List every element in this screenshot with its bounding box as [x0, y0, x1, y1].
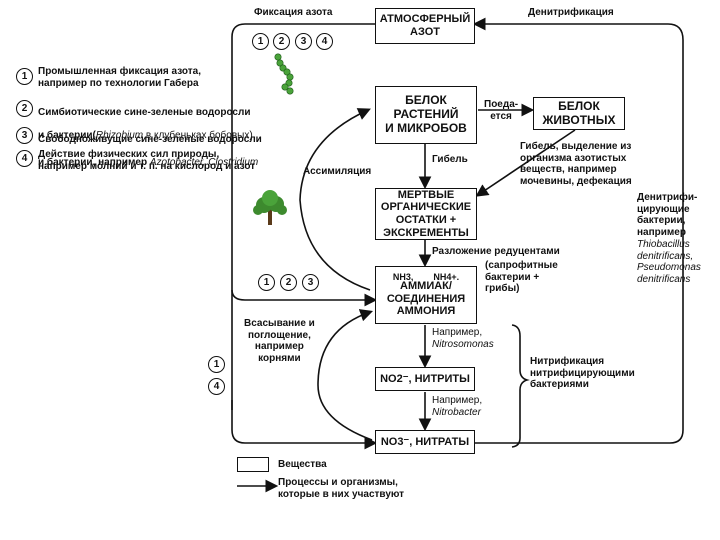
- fixation-line: [231, 23, 375, 410]
- mid-circle-2: 2: [280, 274, 297, 291]
- legend-box-swatch: [237, 457, 269, 472]
- key-4-circle: 4: [16, 150, 33, 167]
- legend-substances: Вещества: [278, 459, 327, 470]
- nitrites-box: NO2⁻, НИТРИТЫ: [375, 367, 475, 391]
- decomposers-label: (сапрофитные бактерии + грибы): [485, 260, 558, 294]
- nitrification-brace: [511, 324, 530, 448]
- nh3-formula: NH3,: [392, 271, 414, 282]
- denitrification-label: Денитрификация: [528, 7, 614, 18]
- top-circle-4: 4: [316, 33, 333, 50]
- decomposition-label: Разложение редуцентами: [432, 246, 560, 257]
- absorption-arrow: [317, 309, 374, 441]
- key-2b: и бактерии(: [38, 129, 96, 141]
- death-label: Гибель: [432, 154, 468, 165]
- death-excretion-label: Гибель, выделение из организма азотистых…: [520, 141, 632, 187]
- key-2a: Симбиотические сине-зеленые водоросли: [38, 106, 251, 118]
- eating-label: Поеда- ется: [484, 99, 519, 122]
- denit-bacteria-label: Денитрифи- цирующие бактерии, например: [637, 192, 698, 238]
- key-2b-end: в клубеньках бобовых): [143, 129, 253, 141]
- left-circle-1: 1: [208, 356, 225, 373]
- denitrification-line: [472, 17, 684, 444]
- top-circle-3: 3: [295, 33, 312, 50]
- key-1-circle: 1: [16, 68, 33, 85]
- assimilation-label: Ассимиляция: [303, 166, 372, 177]
- fixation-label: Фиксация азота: [254, 7, 333, 18]
- tree-icon: [253, 190, 287, 225]
- to-nitrates-arrow: [231, 400, 378, 450]
- plant-protein-box: БЕЛОК РАСТЕНИЙ И МИКРОБОВ: [375, 86, 477, 144]
- left-circle-2: 4: [208, 378, 225, 395]
- assimilation-arrow: [299, 108, 371, 291]
- atmospheric-nitrogen-box: АТМОСФЕРНЫЙ АЗОТ: [375, 8, 475, 44]
- example1-org: Nitrosomonas: [432, 339, 494, 350]
- ammonia-label: АММИАК/ СОЕДИНЕНИЯ АММОНИЯ: [386, 280, 466, 318]
- key-3-circle: 3: [16, 127, 33, 144]
- animal-protein-box: БЕЛОК ЖИВОТНЫХ: [533, 97, 625, 130]
- absorption-label: Всасывание и поглощение, например корням…: [244, 318, 315, 364]
- key-2b-it: Rhizobium: [95, 129, 144, 141]
- key-3b: и бактерии, например: [38, 156, 150, 168]
- key-2-text: Симбиотические сине-зеленые водоросли и …: [38, 95, 253, 141]
- key-2-circle: 2: [16, 100, 33, 117]
- mid-circle-1: 1: [258, 274, 275, 291]
- key-3a: Свободноживущие сине-зеленые водоросли: [38, 133, 262, 145]
- top-circle-1: 1: [252, 33, 269, 50]
- to-ammonia-arrow: [231, 289, 378, 307]
- key-3-text: Свободноживущие сине-зеленые водоросли и…: [38, 122, 262, 168]
- example2-org: Nitrobacter: [432, 407, 481, 418]
- nitrification-label: Нитрификация нитрифицирующими бактериями: [530, 356, 635, 390]
- top-circle-2: 2: [273, 33, 290, 50]
- nh4-formula: NH4+.: [433, 271, 460, 282]
- algae-chain-icon: [274, 53, 294, 95]
- dead-matter-box: МЕРТВЫЕ ОРГАНИЧЕСКИЕ ОСТАТКИ + ЭКСКРЕМЕН…: [375, 188, 477, 240]
- denit-orgs-label: Thiobacillus denitrificans, Pseudomonas …: [637, 239, 701, 285]
- ammonia-box: NH3, NH4+. АММИАК/ СОЕДИНЕНИЯ АММОНИЯ: [375, 266, 477, 324]
- key-4-text: Действие физических сил природы, наприме…: [38, 149, 256, 172]
- key-1-text: Промышленная фиксация азота, например по…: [38, 66, 202, 89]
- excretion-arrow: [475, 129, 576, 197]
- nitrates-box: NO3⁻, НИТРАТЫ: [375, 430, 475, 454]
- example1-label: Например,: [432, 327, 483, 338]
- legend-processes: Процессы и организмы, которые в них учас…: [278, 477, 405, 500]
- key-3b-it: Azotobacter, Clostridium: [149, 156, 259, 168]
- mid-circle-3: 3: [302, 274, 319, 291]
- example2-label: Например,: [432, 395, 483, 406]
